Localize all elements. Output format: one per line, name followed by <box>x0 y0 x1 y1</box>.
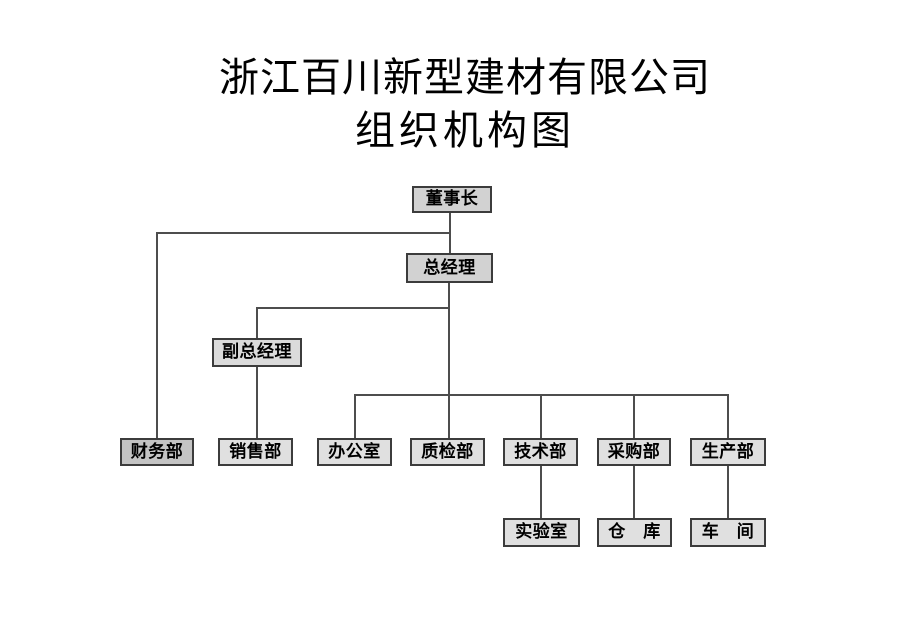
node-quality-dept: 质检部 <box>410 438 485 466</box>
node-sales-dept: 销售部 <box>218 438 293 466</box>
connector-branch-dgm-v <box>256 307 258 338</box>
connector-departments-h <box>354 394 729 396</box>
connector-drop-office <box>354 394 356 438</box>
node-workshop: 车 间 <box>690 518 766 547</box>
connector-drop-technology <box>540 394 542 438</box>
node-office: 办公室 <box>317 438 392 466</box>
connector-branch-finance-h <box>156 232 450 234</box>
title-line-company: 浙江百川新型建材有限公司 <box>219 55 711 101</box>
connector-production-workshop <box>727 466 729 518</box>
node-general-manager: 总经理 <box>406 253 493 283</box>
connector-branch-finance-v <box>156 232 158 438</box>
connector-technology-laboratory <box>540 466 542 518</box>
node-finance-dept: 财务部 <box>120 438 194 466</box>
connector-branch-dgm-h <box>256 307 449 309</box>
node-laboratory: 实验室 <box>503 518 580 547</box>
title-line-chart: 组织机构图 <box>355 108 575 154</box>
node-chairman: 董事长 <box>412 186 492 213</box>
connector-purchasing-warehouse <box>633 466 635 518</box>
node-production-dept: 生产部 <box>690 438 766 466</box>
connector-dgm-sales <box>256 367 258 438</box>
node-warehouse: 仓 库 <box>597 518 672 547</box>
connector-drop-production <box>727 394 729 438</box>
connector-drop-purchasing <box>633 394 635 438</box>
node-technology-dept: 技术部 <box>503 438 578 466</box>
node-deputy-general-manager: 副总经理 <box>212 338 302 367</box>
node-purchasing-dept: 采购部 <box>597 438 671 466</box>
page-title: 浙江百川新型建材有限公司 组织机构图 <box>15 52 900 158</box>
connector-gm-trunk <box>448 283 450 438</box>
